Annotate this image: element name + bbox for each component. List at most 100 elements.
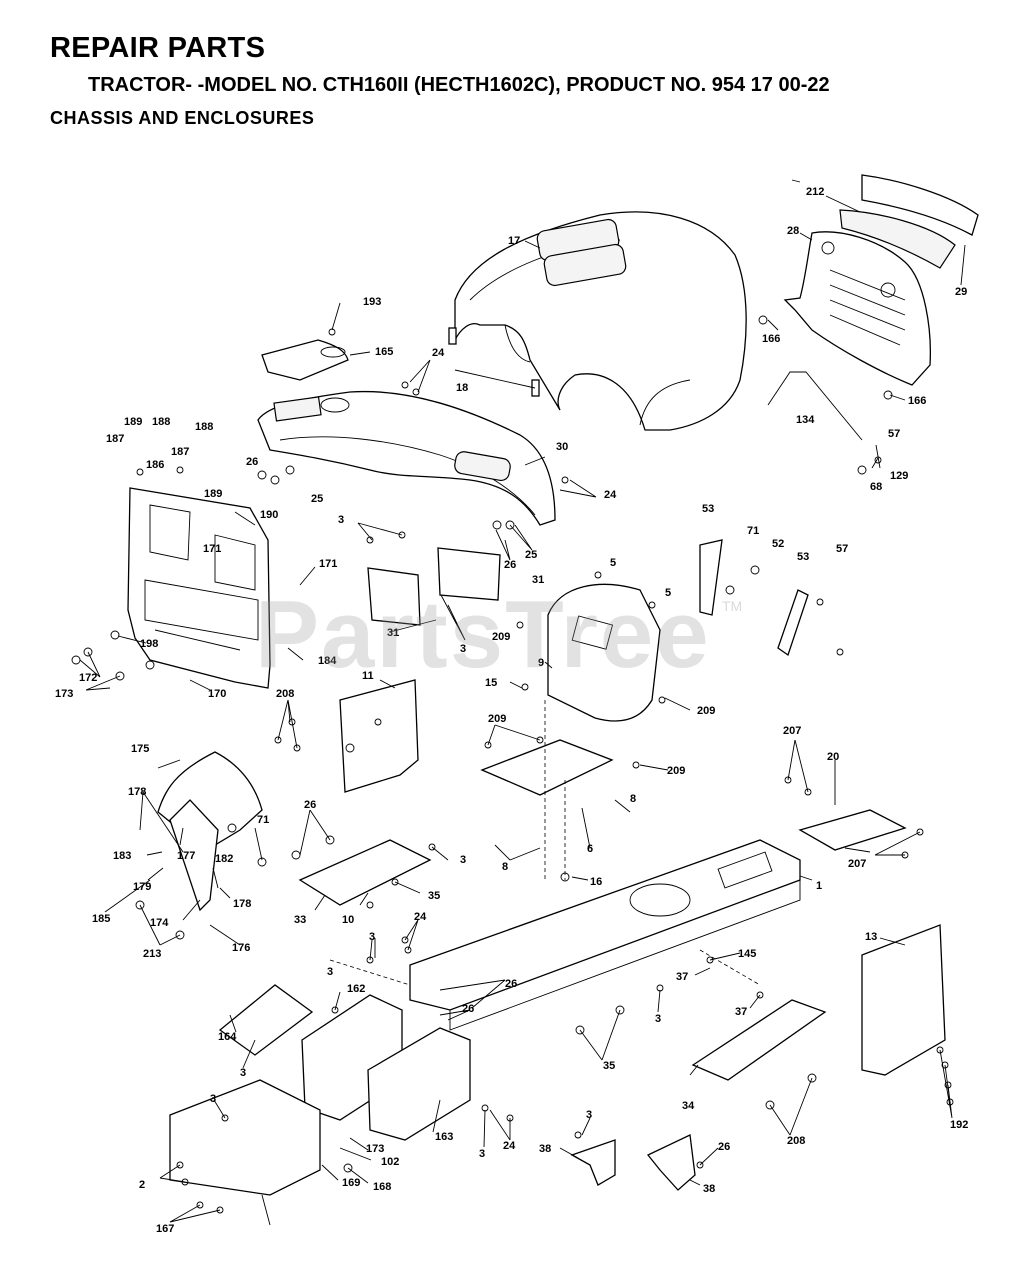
bumper-pad [531, 379, 540, 397]
callout-label: 3 [586, 1109, 592, 1121]
callout-label: 5 [610, 557, 616, 569]
callout-label: 2 [139, 1179, 145, 1191]
callout-label: 207 [848, 858, 866, 870]
callout-label: 209 [667, 765, 685, 777]
bracket-part [646, 1134, 696, 1191]
dash-panel-part [257, 390, 556, 526]
callout-label: 189 [204, 488, 222, 500]
callout-label: 29 [955, 286, 967, 298]
mount-plate-part [480, 739, 614, 796]
callout-label: 3 [460, 854, 466, 866]
section-heading: CHASSIS AND ENCLOSURES [50, 108, 315, 128]
callout-label: 185 [92, 913, 110, 925]
callout-label: 3 [240, 1067, 246, 1079]
callout-label: 102 [381, 1156, 399, 1168]
plate-part [777, 589, 809, 657]
callout-label: 31 [387, 627, 399, 639]
callout-label: 171 [319, 558, 337, 570]
callout-label: 57 [836, 543, 848, 555]
callout-label: 35 [603, 1060, 615, 1072]
callout-label: 34 [682, 1100, 695, 1112]
callout-label: 186 [146, 459, 164, 471]
cover-part [261, 339, 349, 381]
bracket-part [437, 547, 501, 601]
callout-labels: 17 212 28 29 193 165 24 18 166 134 57 12… [55, 186, 968, 1235]
callout-label: 145 [738, 948, 756, 960]
callout-label: 37 [676, 971, 688, 983]
grille-cap-part [861, 174, 979, 236]
callout-label: 178 [128, 786, 146, 798]
callout-label: 168 [373, 1181, 391, 1193]
callout-label: 37 [735, 1006, 747, 1018]
callout-label: 68 [870, 481, 882, 493]
callout-label: 175 [131, 743, 149, 755]
page-title: REPAIR PARTS [50, 32, 266, 64]
callout-label: 28 [787, 225, 799, 237]
callout-label: 5 [665, 587, 671, 599]
grille-insert-part [839, 209, 956, 269]
callout-label: 209 [492, 631, 510, 643]
callout-label: 18 [456, 382, 468, 394]
callout-label: 30 [556, 441, 568, 453]
partstree-watermark: PartsTree [255, 581, 711, 688]
callout-label: 31 [532, 574, 544, 586]
callout-label: 52 [772, 538, 784, 550]
callout-label: 129 [890, 470, 908, 482]
callout-label: 11 [362, 670, 374, 682]
callout-label: 38 [703, 1183, 715, 1195]
callout-label: 213 [143, 948, 161, 960]
callout-label: 162 [347, 983, 365, 995]
callout-label: 189 [124, 416, 142, 428]
callout-label: 38 [539, 1143, 551, 1155]
callout-label: 187 [171, 446, 189, 458]
callout-label: 9 [538, 657, 544, 669]
callout-label: 179 [133, 881, 151, 893]
callout-label: 26 [505, 978, 517, 990]
trademark-mark: TM [722, 598, 743, 614]
callout-label: 33 [294, 914, 306, 926]
callout-label: 183 [113, 850, 131, 862]
hood-part [454, 211, 747, 431]
callout-label: 3 [369, 931, 375, 943]
callout-label: 209 [697, 705, 715, 717]
hardware-group [71, 315, 954, 1214]
side-plate-part [367, 1027, 471, 1141]
rod-part [767, 371, 863, 441]
shield-part [547, 583, 661, 722]
frame-part [409, 839, 801, 1031]
bracket-part [367, 567, 421, 626]
callout-label: 173 [55, 688, 73, 700]
grille-housing-part [783, 231, 931, 386]
callout-label: 57 [888, 428, 900, 440]
front-panel-part [127, 487, 271, 689]
callout-label: 166 [908, 395, 926, 407]
front-bumper-part [169, 1079, 321, 1196]
callout-label: 71 [257, 814, 269, 826]
callout-label: 26 [718, 1141, 730, 1153]
callout-label: 209 [488, 713, 506, 725]
callout-label: 198 [140, 638, 158, 650]
callout-label: 3 [460, 643, 466, 655]
callout-label: 15 [485, 677, 497, 689]
callout-label: 26 [504, 559, 516, 571]
callout-label: 24 [604, 489, 617, 501]
model-subtitle: TRACTOR- -MODEL NO. CTH160II (HECTH1602C… [88, 74, 830, 96]
callout-label: 10 [342, 914, 354, 926]
callout-label: 24 [503, 1140, 516, 1152]
callout-label: 71 [747, 525, 759, 537]
callout-label: 24 [432, 347, 445, 359]
callout-label: 25 [311, 493, 323, 505]
callout-label: 193 [363, 296, 381, 308]
callout-label: 212 [806, 186, 824, 198]
callout-label: 26 [304, 799, 316, 811]
callout-label: 13 [865, 931, 877, 943]
callout-label: 3 [210, 1093, 216, 1105]
callout-label: 6 [587, 843, 593, 855]
brace-part [218, 984, 314, 1056]
callout-label: 20 [827, 751, 839, 763]
callout-label: 3 [655, 1013, 661, 1025]
callout-label: 174 [150, 917, 169, 929]
callout-label: 26 [462, 1003, 474, 1015]
